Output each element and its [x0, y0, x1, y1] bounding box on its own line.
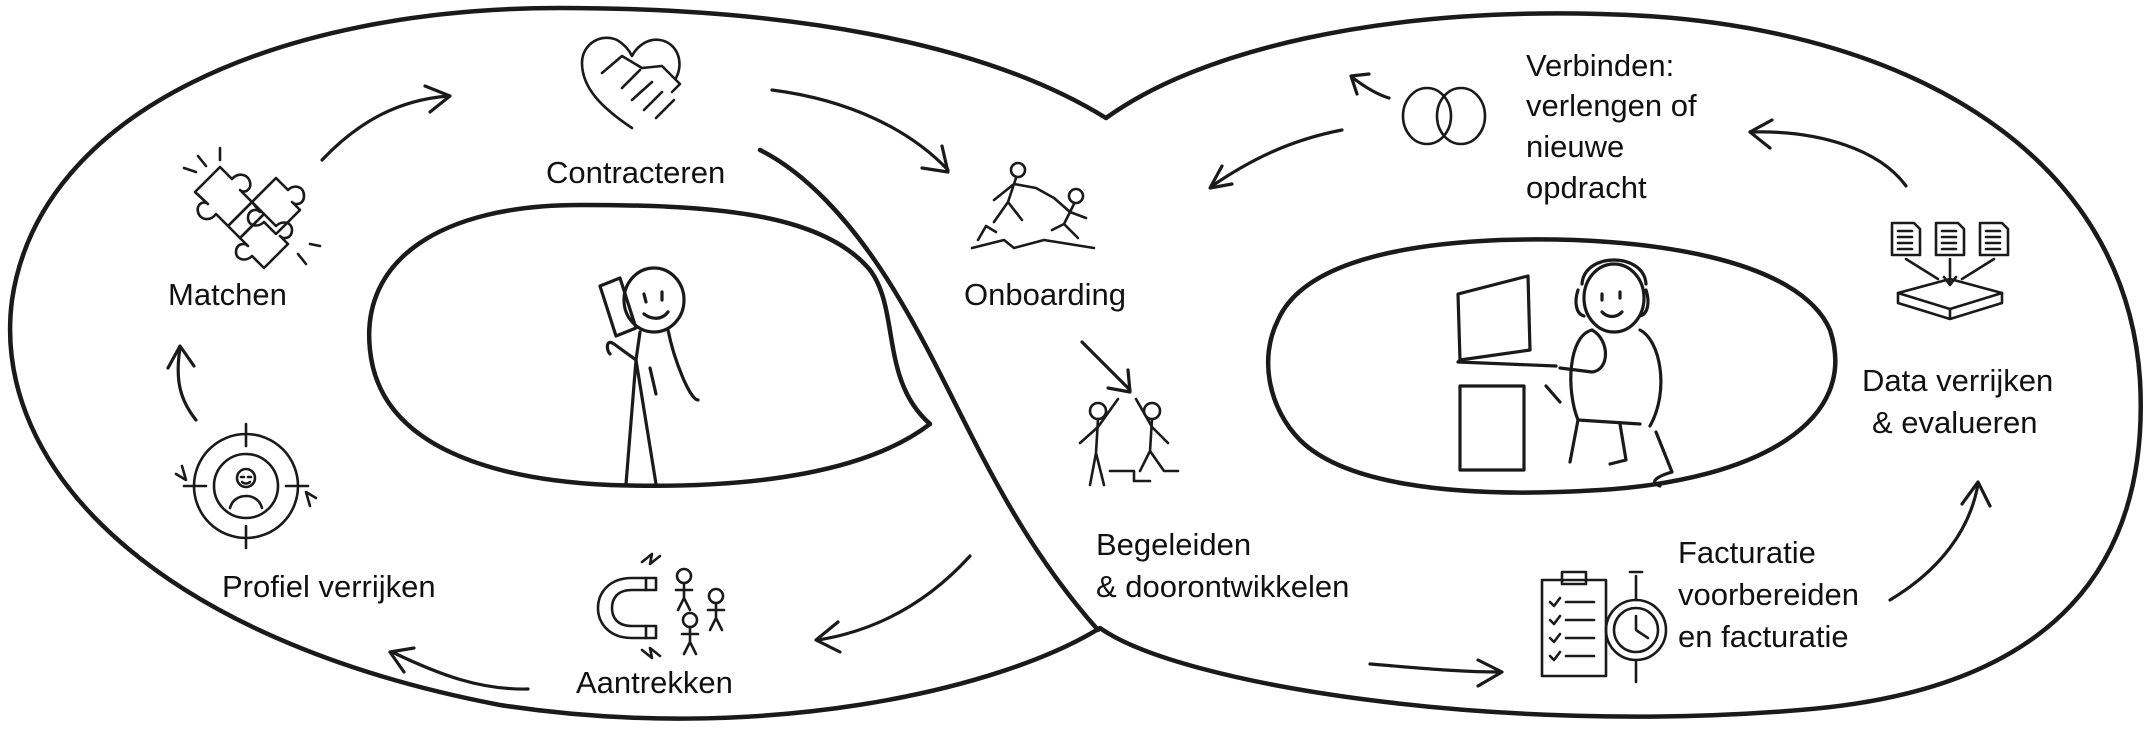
crossing-strand — [757, 147, 1101, 633]
puzzle-icon — [182, 146, 322, 270]
headset-worker-icon — [1456, 258, 1674, 488]
arrow-onboarding-begeleiden — [1080, 340, 1132, 394]
stage-onboarding-label: Onboarding — [964, 277, 1127, 312]
stage-profiel-label: Profiel verrijken — [222, 569, 436, 604]
stage-verbinden-label-line2: verlengen of — [1526, 88, 1697, 123]
phone-person-icon — [598, 266, 700, 486]
stage-verbinden-label-line4: opdracht — [1526, 170, 1647, 205]
arrow-profiel-matchen — [166, 344, 198, 422]
right-inner-loop — [1265, 237, 1838, 495]
stage-begeleiden-label-line1: Begeleiden — [1096, 527, 1252, 562]
arrow-facturatie-data — [1888, 480, 1992, 602]
data-merge-icon — [1890, 221, 2010, 321]
magnet-people-icon — [596, 552, 726, 660]
arrow-begeleiden-aantrekken — [814, 554, 972, 654]
stage-data-label-line2: & evalueren — [1872, 405, 2038, 440]
arrow-begeleiden-facturatie — [1368, 658, 1504, 688]
handshake-icon — [580, 36, 682, 130]
stage-verbinden-label-line3: nieuwe — [1526, 129, 1625, 164]
stage-begeleiden-label-line2: & doorontwikkelen — [1096, 569, 1350, 604]
rings-icon — [1349, 72, 1487, 146]
stage-matchen-label: Matchen — [168, 277, 287, 312]
arrow-contracteren-onboarding — [770, 88, 950, 174]
stage-contracteren-label: Contracteren — [546, 155, 726, 190]
arrow-data-verbinden — [1748, 118, 1908, 188]
profile-target-icon — [174, 422, 318, 550]
stage-facturatie-label-line3: en facturatie — [1678, 619, 1849, 654]
stage-aantrekken-label: Aantrekken — [576, 665, 733, 700]
stage-facturatie-label-line1: Facturatie — [1678, 535, 1816, 570]
arrow-verbinden-onboarding — [1208, 128, 1344, 190]
outer-infinity-loop — [7, 5, 2143, 721]
invoice-clock-icon — [1540, 570, 1668, 684]
stage-data-label-line1: Data verrijken — [1862, 363, 2054, 398]
climbing-help-icon — [970, 161, 1096, 250]
arrow-matchen-contracteren — [320, 84, 452, 162]
stage-facturatie-label-line2: voorbereiden — [1678, 577, 1859, 612]
stage-verbinden-label-line1: Verbinden: — [1526, 48, 1675, 83]
arrow-aantrekken-profiel — [388, 646, 530, 691]
high-five-icon — [1078, 397, 1180, 487]
left-inner-loop — [366, 202, 933, 488]
